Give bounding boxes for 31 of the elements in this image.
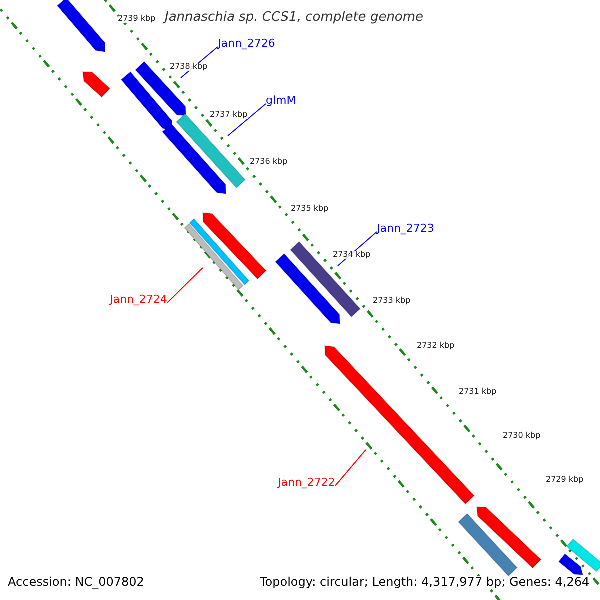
tick-label: 2731 kbp [459, 388, 497, 396]
leader-line [334, 450, 366, 486]
gene-feature [202, 212, 267, 280]
tick-label: 2739 kbp [118, 15, 156, 23]
tick-label: 2734 kbp [333, 251, 371, 259]
gene-label: glmM [266, 95, 296, 106]
gene-feature [189, 218, 250, 286]
gene-label: Jann_2726 [218, 38, 276, 49]
tick-label: 2729 kbp [546, 476, 584, 484]
leader-line [166, 268, 204, 304]
gene-feature [162, 123, 227, 195]
map-title: Jannaschia sp. CCS1, complete genome [165, 11, 424, 24]
gene-feature [56, 0, 106, 53]
gene-label: Jann_2723 [377, 223, 434, 234]
tick-label: 2730 kbp [503, 432, 541, 440]
gene-feature [82, 71, 111, 98]
gene-feature [476, 506, 542, 569]
tick-label: 2738 kbp [170, 63, 208, 71]
gene-feature [566, 538, 600, 572]
footer-text: Accession: NC_007802 [8, 576, 144, 588]
gene-feature [458, 513, 518, 577]
tick-label: 2737 kbp [210, 111, 248, 119]
tick-label: 2735 kbp [291, 205, 329, 213]
leader-line [228, 104, 266, 136]
gene-feature [120, 71, 172, 131]
footer-text: Topology: circular; Length: 4,317,977 bp; Genes: 4,264 [260, 576, 590, 588]
gene-feature [184, 223, 244, 291]
tick-label: 2732 kbp [417, 342, 455, 350]
gene-label: Jann_2722 [278, 477, 336, 488]
gene-label: Jann_2724 [110, 294, 168, 305]
tick-label: 2733 kbp [373, 297, 411, 305]
